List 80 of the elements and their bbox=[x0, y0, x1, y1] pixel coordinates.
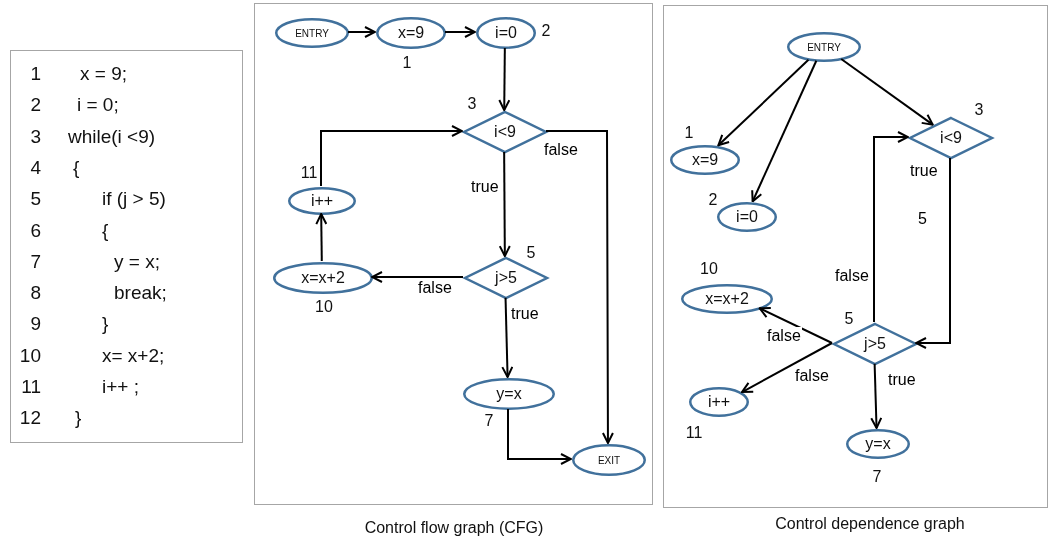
panel-caption: Control flow graph (CFG) bbox=[364, 519, 544, 537]
line-number: 5 bbox=[30, 188, 41, 211]
line-number: 3 bbox=[30, 125, 41, 148]
line-number: 8 bbox=[30, 282, 41, 305]
arrow bbox=[915, 157, 951, 349]
arrow bbox=[751, 59, 818, 203]
node-label: i=0 bbox=[495, 24, 517, 42]
line-number-label: 10 bbox=[315, 298, 333, 316]
arrow bbox=[501, 296, 514, 378]
node-label: i<9 bbox=[494, 123, 516, 141]
line-number-label: 2 bbox=[541, 22, 551, 40]
arrow bbox=[870, 362, 883, 429]
arrow bbox=[444, 26, 476, 38]
code-line: i++ ; bbox=[102, 376, 139, 398]
arrow bbox=[758, 307, 833, 344]
line-number: 10 bbox=[19, 344, 41, 367]
node-label: j>5 bbox=[864, 335, 886, 353]
line-number-label: 3 bbox=[974, 101, 984, 119]
node-label: y=x bbox=[865, 435, 891, 453]
code-line: y = x; bbox=[114, 250, 160, 273]
line-number-label: 7 bbox=[872, 468, 882, 486]
node-label: i++ bbox=[310, 192, 334, 210]
arrow bbox=[717, 58, 810, 147]
line-number-label: 5 bbox=[844, 310, 854, 328]
node-label: x=x+2 bbox=[301, 269, 345, 287]
node-label: ENTRY bbox=[295, 27, 329, 39]
line-number: 12 bbox=[19, 407, 41, 430]
arrow bbox=[498, 47, 511, 112]
arrow bbox=[840, 58, 934, 126]
node-label: ENTRY bbox=[807, 41, 841, 53]
arrow bbox=[507, 408, 572, 465]
arrow bbox=[347, 26, 376, 38]
number-label: 5 bbox=[918, 210, 927, 228]
line-number-label: 10 bbox=[700, 260, 718, 278]
line-number-label: 1 bbox=[402, 54, 412, 72]
statement-node bbox=[275, 18, 349, 48]
code-line: if (j > 5) bbox=[102, 188, 166, 211]
line-number: 7 bbox=[30, 250, 41, 273]
arrow bbox=[741, 342, 833, 394]
line-number: 9 bbox=[30, 313, 41, 336]
node-label: y=x bbox=[496, 385, 522, 403]
node-label: EXIT bbox=[597, 454, 621, 466]
code-line: } bbox=[102, 313, 109, 336]
line-number: 1 bbox=[30, 63, 41, 85]
statement-node bbox=[572, 444, 646, 476]
statement-node bbox=[787, 32, 861, 62]
node-label: i<9 bbox=[940, 129, 962, 147]
line-number-label: 2 bbox=[708, 191, 718, 209]
code-line: break; bbox=[114, 282, 167, 305]
line-number-label: 7 bbox=[484, 412, 494, 430]
line-number-label: 11 bbox=[300, 164, 318, 182]
line-number: 11 bbox=[21, 376, 41, 398]
line-number: 4 bbox=[30, 156, 41, 179]
line-number-label: 11 bbox=[685, 424, 703, 442]
line-number: 6 bbox=[30, 219, 41, 242]
line-number-label: 3 bbox=[467, 95, 477, 113]
node-label: x=x+2 bbox=[705, 290, 749, 308]
line-number-label: 5 bbox=[526, 244, 536, 262]
code-line: while(i <9) bbox=[68, 125, 156, 148]
node-label: i++ bbox=[707, 393, 731, 411]
code-line: x= x+2; bbox=[102, 344, 165, 367]
arrow bbox=[873, 131, 909, 323]
arrow bbox=[371, 271, 464, 283]
code-listing-box bbox=[10, 50, 243, 443]
arrow bbox=[320, 125, 463, 187]
node-label: i=0 bbox=[736, 208, 758, 226]
node-label: j>5 bbox=[495, 269, 517, 287]
node-label: x=9 bbox=[397, 24, 425, 42]
line-number: 2 bbox=[30, 94, 41, 117]
code-line: { bbox=[73, 156, 80, 179]
arrow bbox=[315, 213, 328, 262]
code-line: { bbox=[102, 219, 109, 242]
arrow bbox=[498, 150, 511, 258]
code-line: } bbox=[75, 407, 82, 430]
code-line: i = 0; bbox=[77, 94, 119, 117]
arrow bbox=[545, 130, 614, 444]
line-number-label: 1 bbox=[684, 124, 694, 142]
node-label: x=9 bbox=[691, 151, 719, 169]
code-line: x = 9; bbox=[80, 63, 127, 85]
panel-caption: Control dependence graph bbox=[775, 515, 965, 533]
